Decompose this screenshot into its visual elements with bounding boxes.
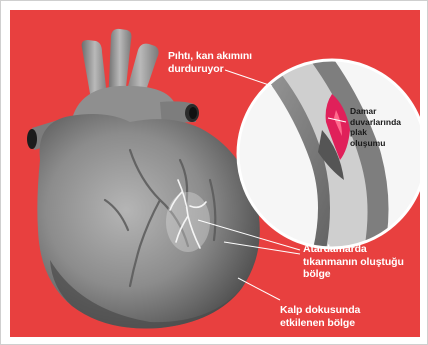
clot-label-line: durduruyor	[168, 63, 252, 76]
affected-label-line: etkilenen bölge	[280, 317, 360, 330]
plaque-label-line: plak	[350, 127, 401, 138]
blockage-label-line: bölge	[303, 268, 404, 281]
plaque-label-line: oluşumu	[350, 138, 401, 149]
plaque-label: Damar duvarlarında plak oluşumu	[350, 106, 401, 148]
blockage-label: Atardamarda tıkanmanın oluştuğu bölge	[303, 243, 404, 281]
blockage-label-line: tıkanmanın oluştuğu	[303, 256, 404, 269]
plaque-label-line: Damar	[350, 106, 401, 117]
affected-tissue-label: Kalp dokusunda etkilenen bölge	[280, 304, 360, 329]
blockage-label-line: Atardamarda	[303, 243, 404, 256]
plaque-label-line: duvarlarında	[350, 117, 401, 128]
magnified-artery	[238, 54, 420, 260]
diagram-panel: Pıhtı, kan akımını durduruyor Damar duva…	[10, 10, 420, 337]
clot-label: Pıhtı, kan akımını durduruyor	[168, 50, 252, 75]
clot-label-line: Pıhtı, kan akımını	[168, 50, 252, 63]
affected-label-line: Kalp dokusunda	[280, 304, 360, 317]
